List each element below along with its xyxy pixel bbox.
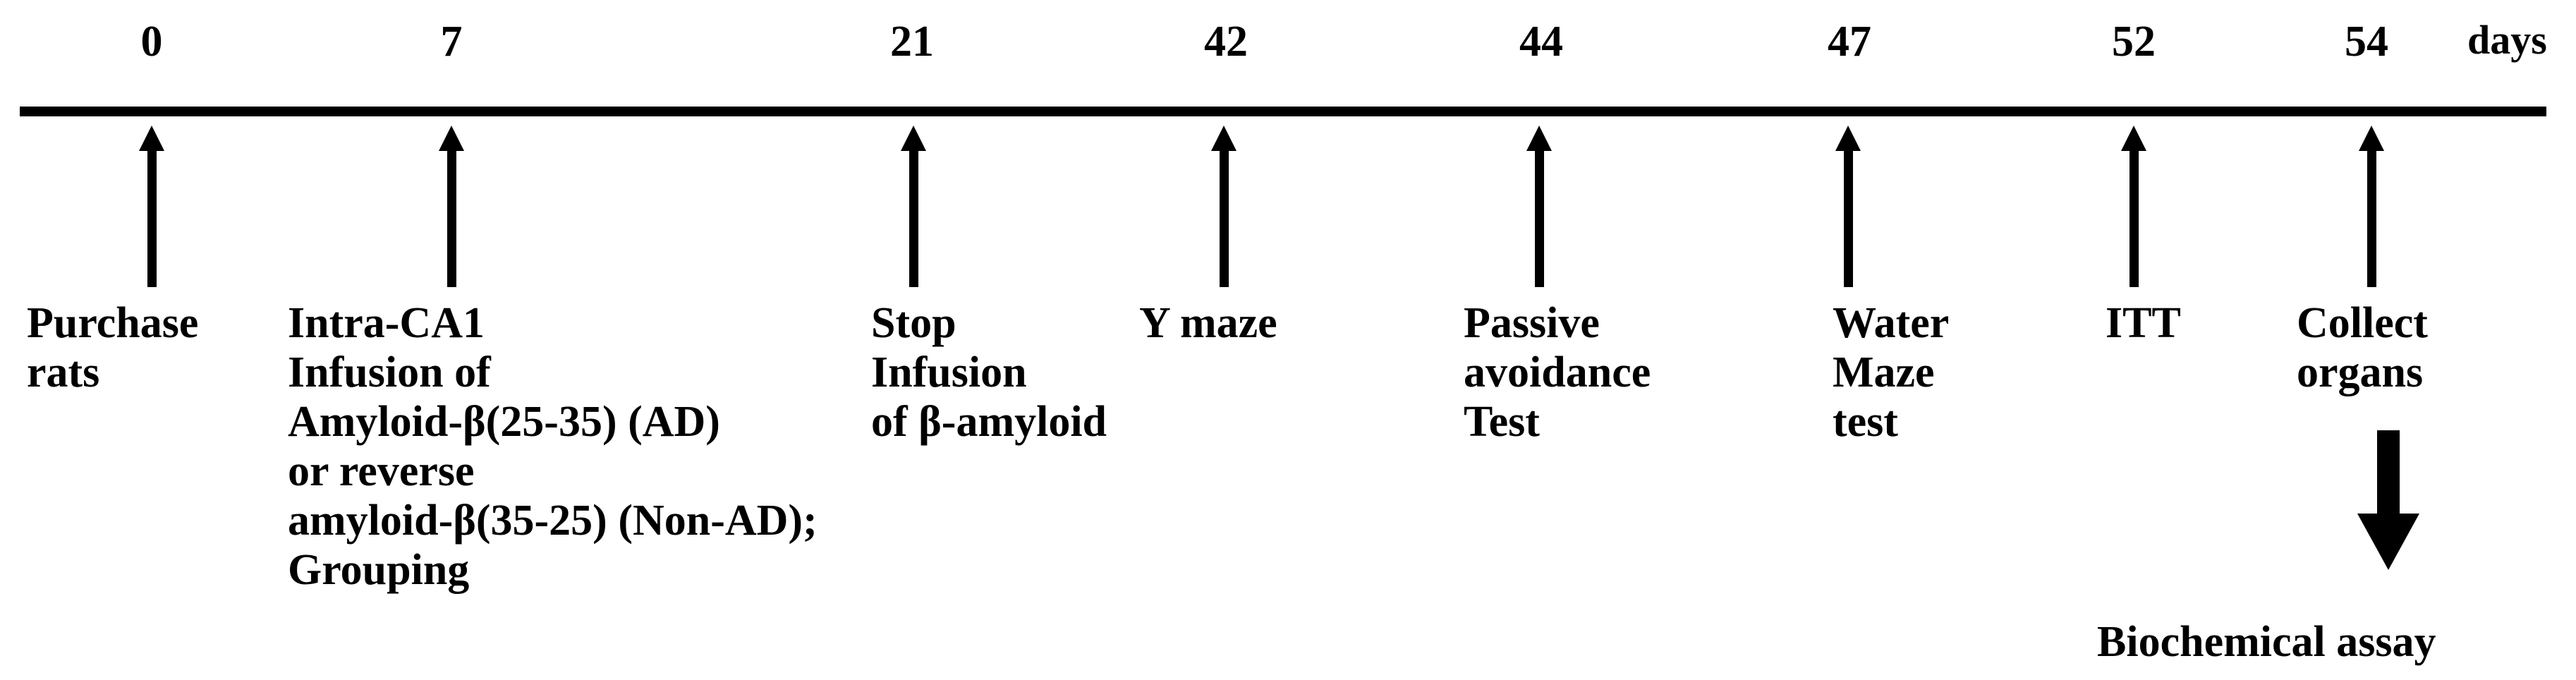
up-arrow-icon-day-54 <box>2359 126 2384 287</box>
arrow-shaft <box>147 151 157 287</box>
arrow-shaft <box>1219 151 1229 287</box>
arrow-head <box>439 126 464 151</box>
arrow-head <box>2121 126 2146 151</box>
event-label-passive-avoidance: Passive avoidance Test <box>1464 299 1651 446</box>
day-tick-47: 47 <box>1828 18 1871 66</box>
up-arrow-icon-day-42 <box>1211 126 1237 287</box>
day-tick-44: 44 <box>1519 18 1563 66</box>
up-arrow-icon-day-21 <box>901 126 926 287</box>
arrow-head <box>2357 514 2419 570</box>
event-label-stop-infusion: Stop Infusion of β-amyloid <box>871 299 1107 446</box>
arrow-shaft <box>1534 151 1544 287</box>
day-tick-7: 7 <box>440 18 463 66</box>
biochemical-assay-label: Biochemical assay <box>2097 618 2436 666</box>
up-arrow-icon-day-52 <box>2121 126 2146 287</box>
arrow-shaft <box>446 151 456 287</box>
timeline-axis-bar <box>20 107 2546 116</box>
up-arrow-icon-day-44 <box>1526 126 1552 287</box>
event-label-itt: ITT <box>2106 299 2181 347</box>
arrow-shaft <box>2377 430 2400 514</box>
arrow-shaft <box>2367 151 2376 287</box>
arrow-shaft <box>909 151 918 287</box>
arrow-head <box>1526 126 1552 151</box>
arrow-shaft <box>1843 151 1853 287</box>
axis-unit-label: days <box>2467 17 2547 63</box>
down-arrow-icon-biochemical-assay <box>2357 430 2419 570</box>
up-arrow-icon-day-7 <box>439 126 464 287</box>
day-tick-54: 54 <box>2345 18 2388 66</box>
arrow-head <box>1835 126 1861 151</box>
day-tick-21: 21 <box>890 18 934 66</box>
arrow-shaft <box>2129 151 2139 287</box>
event-label-intra-ca1-infusion: Intra-CA1 Infusion of Amyloid-β(25-35) (… <box>288 299 818 594</box>
up-arrow-icon-day-0 <box>139 126 164 287</box>
up-arrow-icon-day-47 <box>1835 126 1861 287</box>
event-label-collect-organs: Collect organs <box>2297 299 2428 396</box>
arrow-head <box>901 126 926 151</box>
day-tick-0: 0 <box>140 18 163 66</box>
day-tick-52: 52 <box>2112 18 2156 66</box>
day-tick-42: 42 <box>1204 18 1248 66</box>
arrow-head <box>1211 126 1237 151</box>
arrow-head <box>2359 126 2384 151</box>
event-label-water-maze: Water Maze test <box>1833 299 1950 446</box>
arrow-head <box>139 126 164 151</box>
event-label-y-maze: Y maze <box>1139 299 1277 347</box>
event-label-purchase-rats: Purchase rats <box>27 299 199 396</box>
